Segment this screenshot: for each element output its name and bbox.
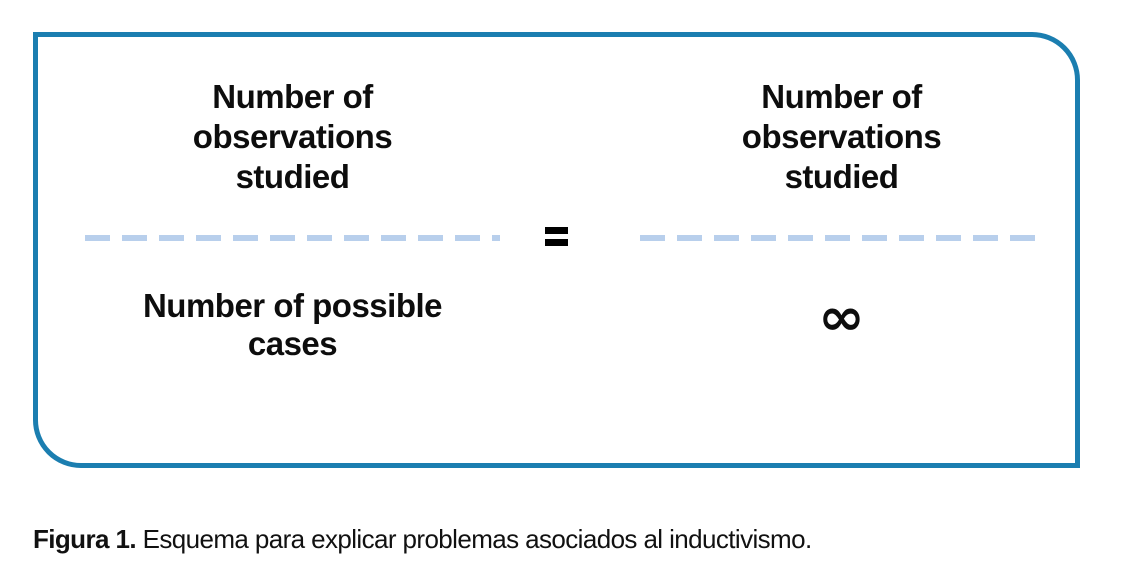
equals-sign (518, 206, 594, 266)
denominator-line: Number of possible (142, 287, 443, 324)
left-fraction: Number of observations studied Number of… (85, 37, 500, 463)
right-fraction-denominator: ∞ (640, 261, 1043, 375)
numerator-line: Number of (761, 78, 922, 115)
left-fraction-denominator: Number of possible cases (85, 287, 500, 363)
right-fraction-bar (640, 235, 1043, 241)
denominator-line: cases (247, 325, 338, 362)
right-fraction-numerator: Number of observations studied (640, 77, 1043, 197)
figure-box: Number of observations studied Number of… (33, 32, 1080, 468)
left-fraction-bar (85, 235, 500, 241)
right-fraction: Number of observations studied ∞ (640, 37, 1043, 463)
numerator-line: studied (235, 158, 350, 195)
numerator-line: Number of (212, 78, 373, 115)
equals-bar-top (544, 226, 568, 234)
numerator-line: observations (192, 118, 393, 155)
figure-caption-text: Esquema para explicar problemas asociado… (142, 524, 813, 554)
infinity-icon: ∞ (818, 287, 865, 348)
equals-bar-bottom (544, 238, 568, 246)
figure-caption-label: Figura 1. (33, 524, 137, 554)
figure-caption: Figura 1. Esquema para explicar problema… (33, 523, 1093, 555)
numerator-line: observations (741, 118, 942, 155)
left-fraction-numerator: Number of observations studied (85, 77, 500, 197)
numerator-line: studied (784, 158, 899, 195)
